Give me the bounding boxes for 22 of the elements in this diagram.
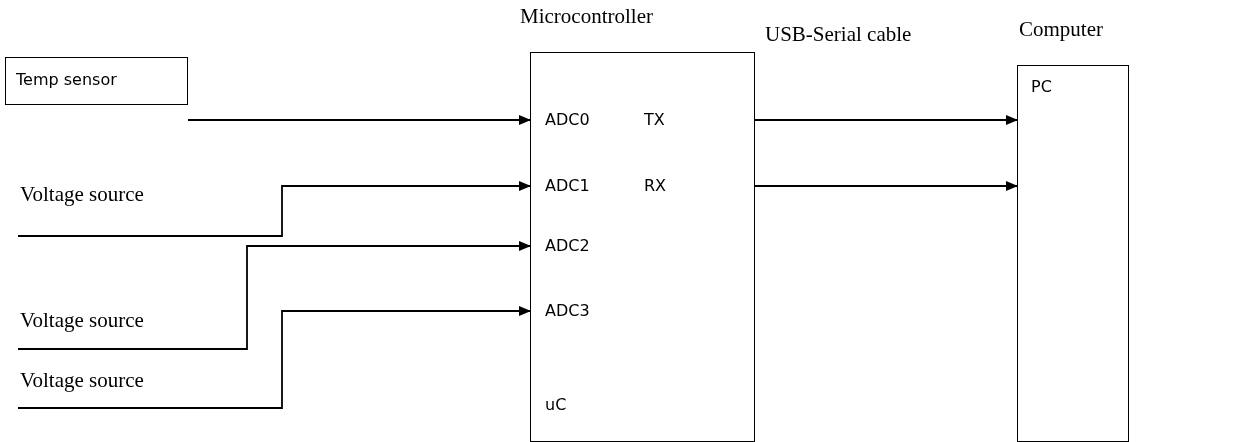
arrow [754,115,1018,125]
arrow [754,181,1018,191]
sensor-box [5,57,188,105]
pin-label: ADC1 [545,176,590,195]
arrow [187,115,531,125]
source-label: Voltage source [20,182,144,207]
pin-label: ADC3 [545,301,590,320]
pin-label: ADC2 [545,236,590,255]
cable-label: USB-Serial cable [765,22,912,47]
pin-label: TX [644,110,665,129]
pin-label: RX [644,176,667,195]
arrow [17,306,531,409]
arrow [17,241,531,350]
pc-label: PC [1031,77,1052,96]
chip-label: uC [545,395,567,414]
sensor-label: Temp sensor [16,70,117,89]
source-label: Voltage source [20,368,144,393]
microcontroller-heading: Microcontroller [520,4,653,29]
source-label: Voltage source [20,308,144,333]
computer-heading: Computer [1019,17,1103,42]
arrow [17,181,531,237]
pin-label: ADC0 [545,110,590,129]
